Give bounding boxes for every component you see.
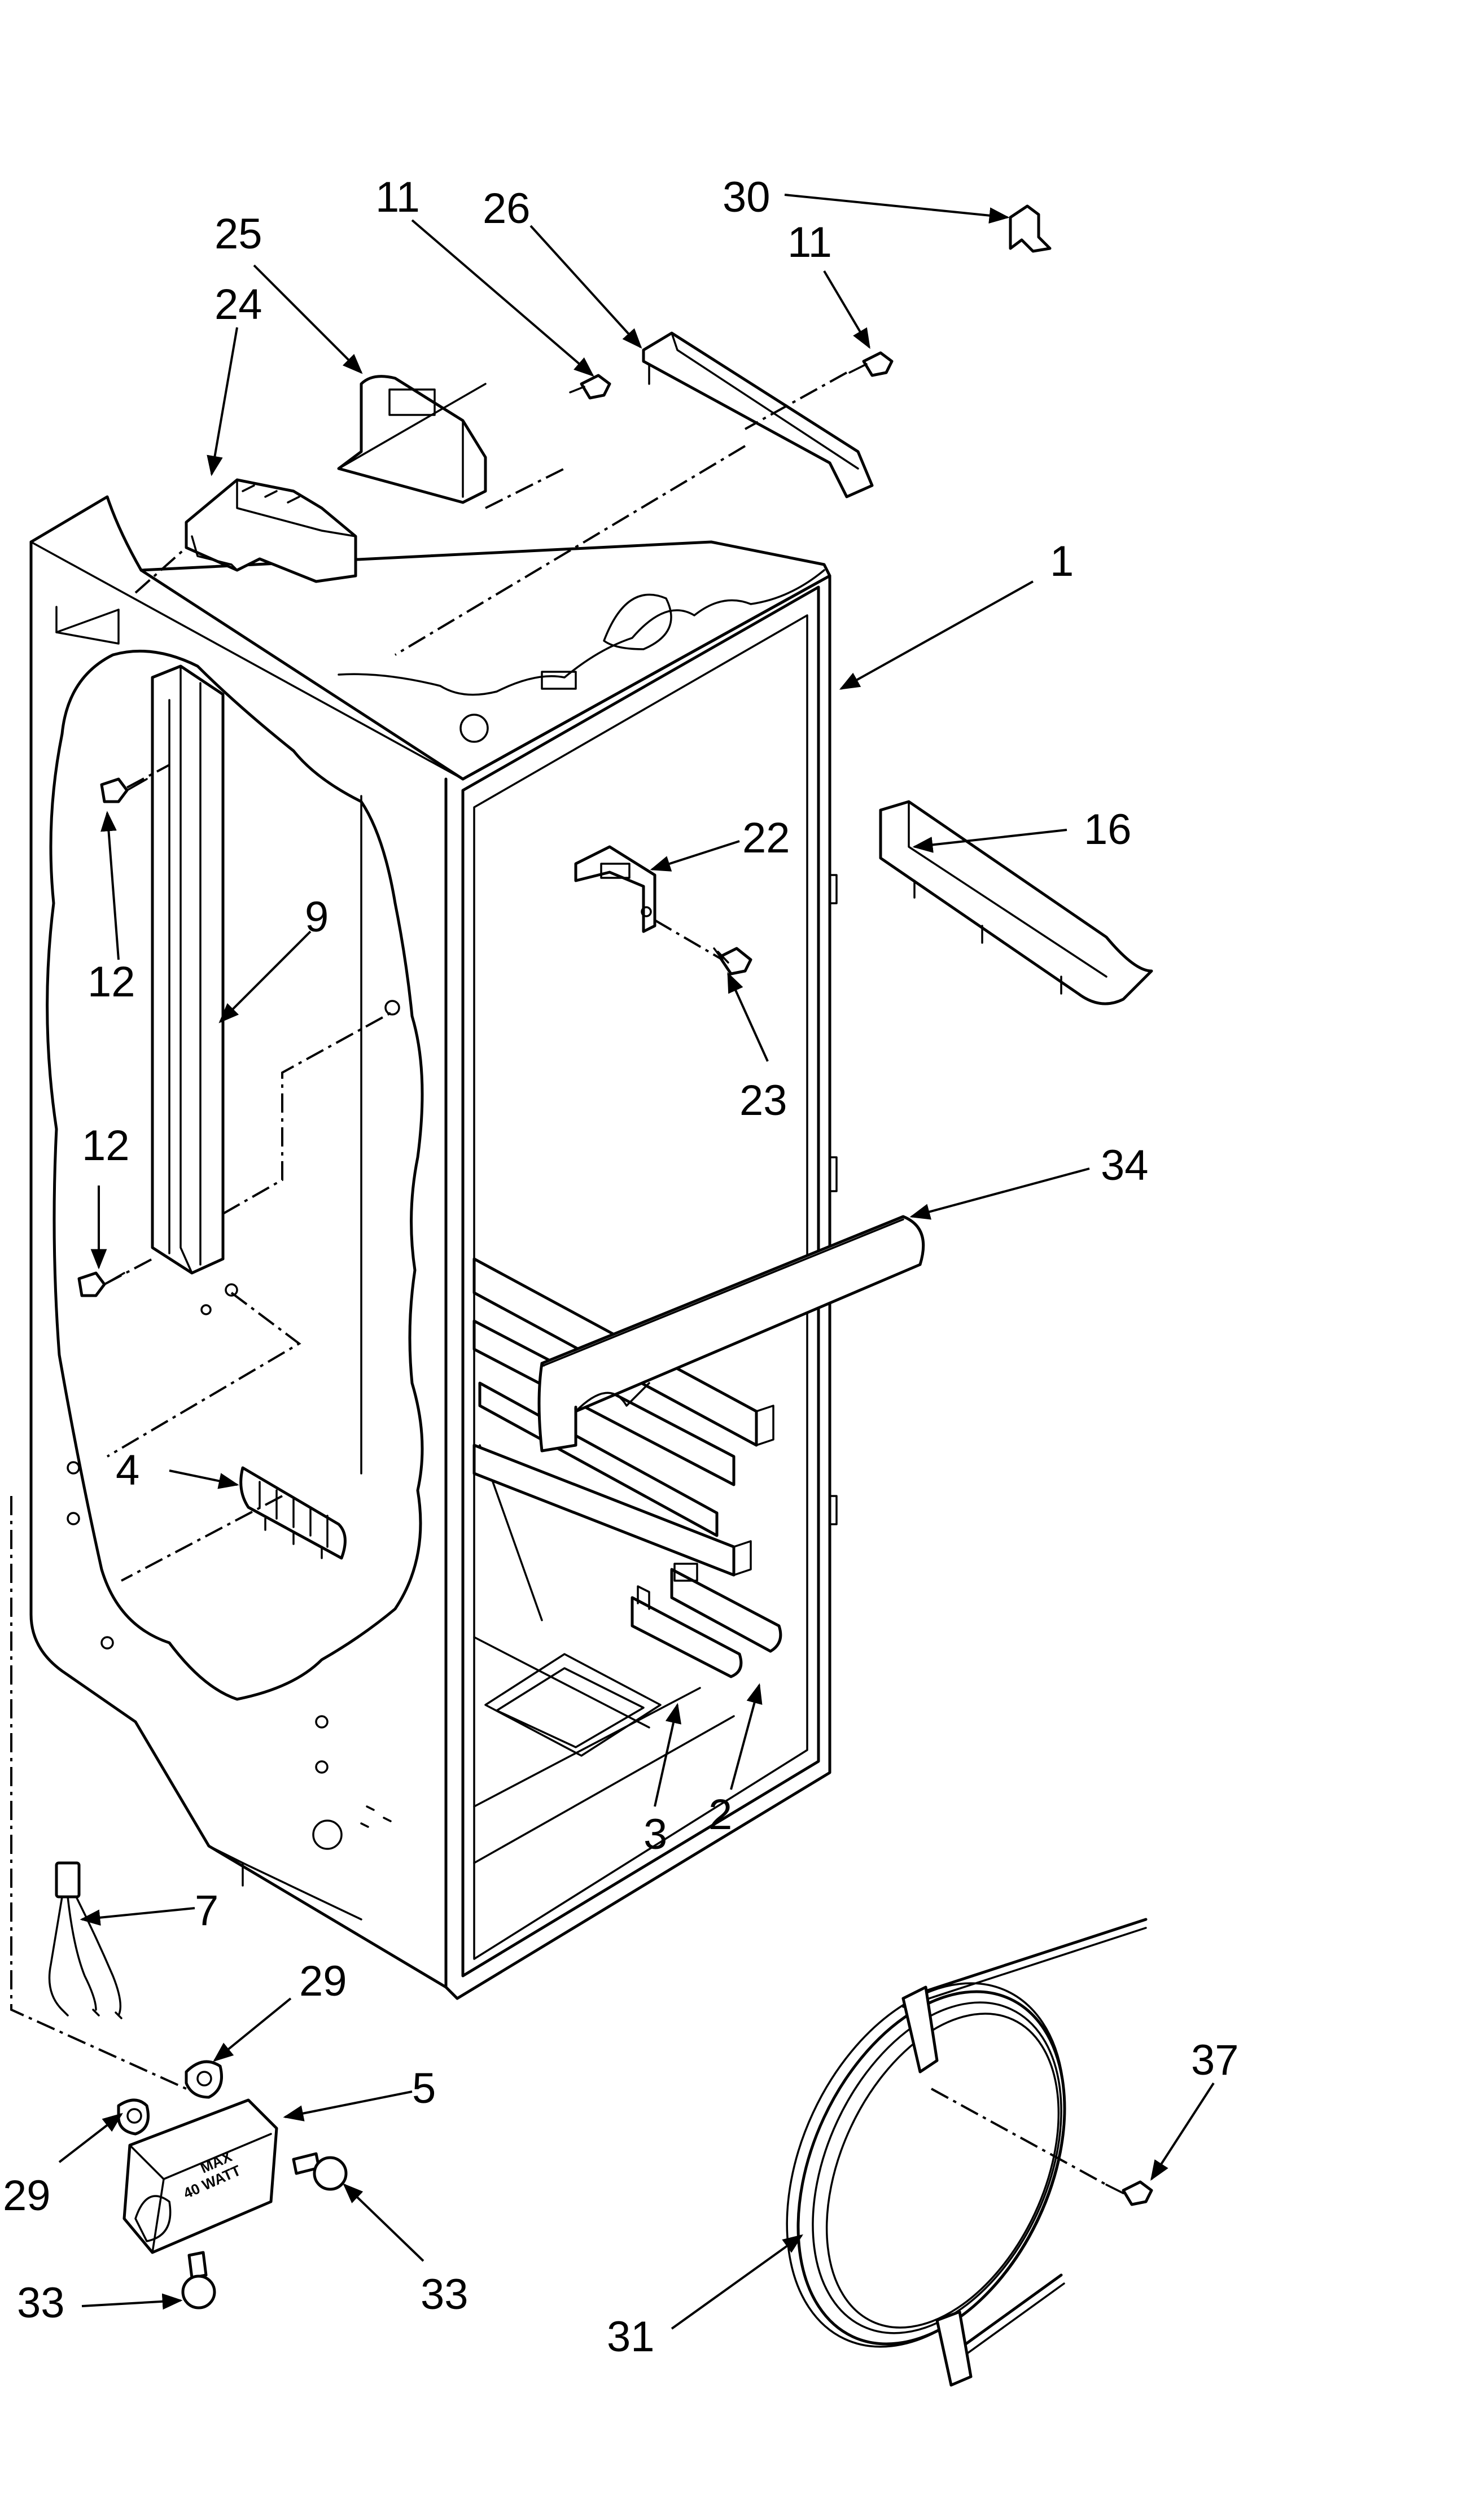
part-11-screw-left (569, 374, 611, 400)
part-11-screw-right (848, 351, 894, 377)
part-33-bulb-lower (181, 2251, 216, 2309)
part-9-rail (151, 664, 225, 1275)
part-4-grille (239, 1466, 347, 1560)
leader-lines (58, 194, 1215, 2330)
part-37-screw (1105, 2180, 1153, 2206)
part-29-clip-upper (185, 2060, 223, 2099)
callout-23: 23 (739, 1077, 787, 1125)
part-33-bulb-right (292, 2152, 348, 2191)
callout-22: 22 (742, 814, 790, 862)
callout-37: 37 (1191, 2036, 1239, 2084)
part-23-screw (713, 947, 752, 976)
cabinet-liner (29, 495, 838, 2000)
part-2-3-brackets (631, 1563, 782, 1678)
part-5-lamp-housing: MAX 40 WATT (122, 2098, 278, 2254)
callout-12-upper: 12 (87, 958, 135, 1006)
part-16-trim (879, 800, 1153, 1005)
callout-30: 30 (723, 173, 771, 221)
part-12-screw-upper (100, 777, 148, 803)
callout-29-lower: 29 (3, 2172, 51, 2220)
callout-16: 16 (1084, 806, 1132, 854)
part-25-housing (337, 375, 487, 504)
callout-9: 9 (305, 893, 329, 941)
callout-33-right: 33 (421, 2271, 469, 2319)
part-7-harness (48, 1861, 122, 2019)
callout-12-lower: 12 (82, 1122, 130, 1170)
callout-33-left: 33 (17, 2279, 65, 2327)
part-30-clip (1009, 204, 1052, 253)
callout-labels: 30 11 26 11 25 24 1 22 16 9 12 12 23 34 … (3, 173, 1239, 2361)
part-31-coil (786, 1918, 1148, 2387)
callout-24: 24 (214, 281, 262, 329)
part-26-rail (642, 331, 874, 498)
callout-2: 2 (708, 1791, 732, 1839)
callout-31: 31 (607, 2313, 655, 2361)
callout-7: 7 (195, 1887, 218, 1935)
callout-3: 3 (643, 1810, 667, 1858)
callout-5: 5 (412, 2064, 436, 2112)
callout-34: 34 (1101, 1141, 1149, 1189)
callout-4: 4 (116, 1446, 139, 1494)
part-24-control (185, 478, 357, 583)
callout-11-left: 11 (375, 173, 420, 221)
part-34-trim (537, 1215, 925, 1453)
part-22-bracket (574, 845, 656, 933)
callout-1: 1 (1050, 537, 1074, 585)
part-29-clip-lower (117, 2098, 150, 2136)
callout-29-upper: 29 (299, 1957, 347, 2005)
callout-11-right: 11 (787, 218, 832, 266)
callout-25: 25 (214, 210, 262, 258)
callout-26: 26 (483, 185, 531, 233)
